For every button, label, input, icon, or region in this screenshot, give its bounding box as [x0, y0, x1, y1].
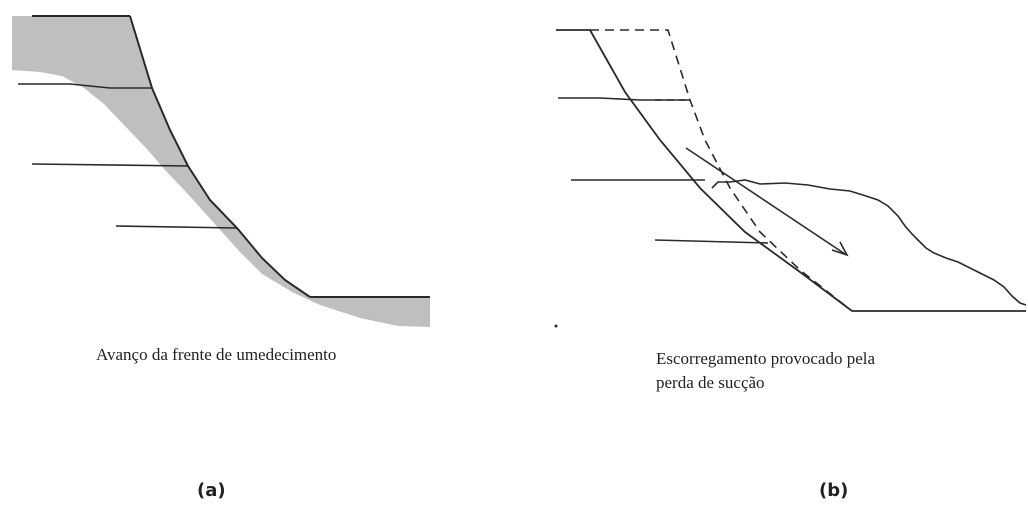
original-slope-dashed [590, 29, 853, 312]
stray-dot [554, 324, 558, 328]
panel-label-b: (b) [819, 480, 849, 501]
stratum-line-3 [115, 225, 238, 229]
caption-panel-b: Escorregamento provocado pela perda de s… [656, 347, 875, 395]
failure-surface [589, 29, 853, 312]
caption-panel-a: Avanço da frente de umedecimento [96, 345, 337, 364]
stratum-line-b-1 [558, 97, 690, 101]
stratum-line-1 [18, 83, 152, 89]
caption-panel-b-line-1: Escorregamento provocado pela [656, 349, 876, 368]
panel-label-a: (a) [197, 480, 226, 501]
stratum-line-2 [31, 163, 189, 167]
wetting-front-zone [12, 16, 430, 327]
panel-a-drawing [12, 15, 430, 327]
slope-face-line [129, 15, 311, 298]
stratum-line-b-3 [654, 239, 769, 244]
panel-b-drawing [554, 29, 1027, 328]
movement-arrow-head [831, 241, 849, 257]
slid-mass-outline [711, 179, 1027, 306]
caption-panel-b-line-2: perda de sucção [656, 373, 765, 392]
movement-arrow-shaft [685, 147, 846, 255]
